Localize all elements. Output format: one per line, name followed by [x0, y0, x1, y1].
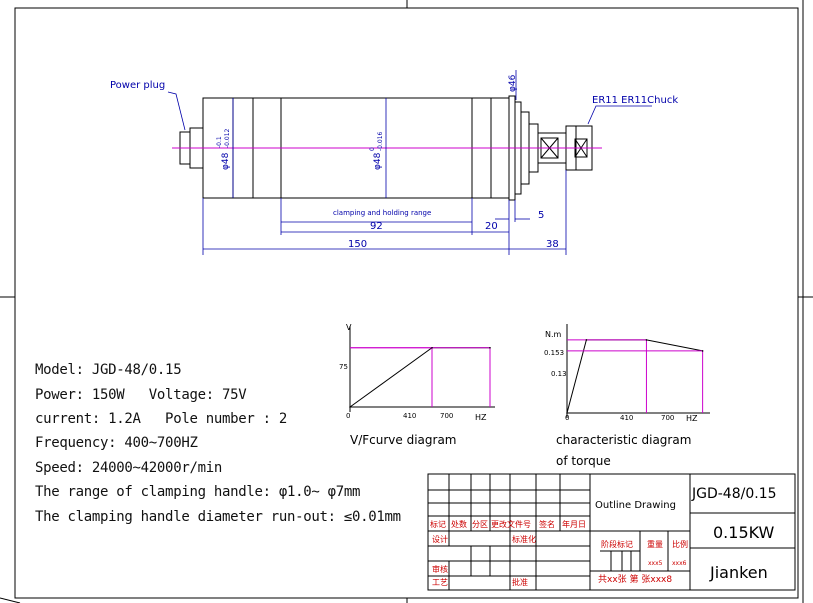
- tb-header-signature: 签名: [539, 519, 555, 529]
- spec-speed: Speed: 24000~42000r/min: [35, 460, 222, 476]
- vf-chart-caption: V/Fcurve diagram: [350, 433, 457, 447]
- dim-nose-offset: 20: [485, 221, 498, 232]
- vf-y-tick-75: 75: [339, 363, 348, 371]
- spec-current-poles: current: 1.2A Pole number : 2: [35, 411, 287, 427]
- tb-design: 设计: [432, 534, 448, 544]
- diameter-body-left-tol-upper: -0.1: [216, 136, 223, 148]
- leader-lines: [167, 91, 652, 131]
- torque-y-tick-high: 0.153: [544, 349, 564, 357]
- torque-x-unit: HZ: [686, 414, 698, 423]
- tb-header-zone: 分区: [472, 520, 488, 529]
- tb-process: 工艺: [432, 578, 448, 587]
- diameter-dimension-lines: [232, 70, 517, 198]
- torque-chart-caption-line1: characteristic diagram: [556, 433, 691, 447]
- dimension-lines: [202, 170, 567, 255]
- torque-plot-area: [566, 339, 704, 414]
- tb-company: Jianken: [709, 563, 768, 582]
- torque-x-tick-700: 700: [661, 414, 674, 422]
- torque-point-1: [585, 339, 588, 341]
- vf-x-tick-700: 700: [440, 412, 453, 420]
- torque-x-tick-410: 410: [620, 414, 633, 422]
- tb-review: 审核: [432, 564, 448, 574]
- chuck-label: ER11 ER11Chuck: [592, 95, 678, 106]
- tb-sheets: 共xx张 第 张xxx8: [598, 573, 672, 585]
- spec-frequency: Frequency: 400~700HZ: [35, 435, 198, 451]
- dim-flange: 5: [538, 210, 544, 221]
- dim-chuck-length: 38: [546, 239, 559, 250]
- vf-curve: [349, 347, 490, 408]
- dim-total-length: 150: [348, 239, 367, 250]
- torque-point-0: [566, 412, 568, 414]
- torque-point-3: [701, 350, 704, 352]
- diameter-body-mid-tol-lower: -0.016: [377, 131, 384, 151]
- tb-header-mark: 标记: [430, 519, 446, 529]
- tb-drawing-name: Outline Drawing: [595, 500, 676, 511]
- vf-plot-area: [349, 346, 491, 408]
- torque-point-2: [645, 339, 648, 341]
- tb-standardization: 标准化: [512, 534, 536, 544]
- diameter-body-mid-tol-upper: 0: [369, 147, 376, 151]
- dim-clamp-length: 92: [370, 221, 383, 232]
- tb-scale: 比例: [672, 539, 688, 549]
- tb-scale-value: xxx6: [672, 560, 687, 567]
- tb-model: JGD-48/0.15: [691, 486, 777, 502]
- vf-x-tick-0: 0: [346, 412, 350, 420]
- tb-header-date: 年月日: [562, 519, 586, 529]
- torque-chart: N.m HZ 0.153 0.13 0 410 700: [544, 324, 710, 423]
- tb-approve: 批准: [512, 577, 528, 587]
- spec-clamping-range: The range of clamping handle: φ1.0~ φ7mm: [35, 484, 361, 500]
- vf-chart: V HZ 75 0 410 700: [339, 323, 495, 422]
- power-plug-label: Power plug: [110, 80, 165, 91]
- diameter-body-mid: φ48: [373, 152, 383, 170]
- spec-model: Model: JGD-48/0.15: [35, 362, 182, 378]
- tb-stage-mark: 阶段标记: [601, 539, 633, 549]
- diameter-body-left: φ48: [221, 152, 231, 170]
- vf-y-axis-label: V: [346, 323, 352, 332]
- spec-runout: The clamping handle diameter run-out: ≤0…: [35, 509, 401, 525]
- diameter-body-left-tol-lower: -0.012: [224, 128, 231, 148]
- vf-point-0: [349, 406, 351, 408]
- vf-x-unit: HZ: [475, 413, 487, 422]
- tb-header-count: 处数: [451, 519, 467, 529]
- torque-y-axis-label: N.m: [545, 330, 562, 339]
- vf-point-2: [489, 346, 491, 349]
- diameter-nose: φ46: [508, 74, 518, 92]
- torque-chart-caption-line2: of torque: [556, 454, 611, 468]
- tb-weight: 重量: [647, 539, 663, 549]
- torque-x-tick-0: 0: [565, 414, 569, 422]
- tb-weight-value: xxx5: [648, 560, 663, 567]
- tb-power: 0.15KW: [713, 523, 775, 542]
- title-block: [427, 473, 796, 591]
- clamping-range-label: clamping and holding range: [333, 209, 431, 217]
- vf-point-1: [431, 346, 433, 349]
- vf-x-tick-410: 410: [403, 412, 416, 420]
- title-block-text: 标记 处数 分区 更改文件号 签名 年月日 设计 标准化 审核 工艺 批准 阶段…: [430, 519, 688, 587]
- spec-power-voltage: Power: 150W Voltage: 75V: [35, 387, 247, 403]
- tb-header-change-doc: 更改文件号: [491, 519, 531, 529]
- torque-y-tick-low: 0.13: [551, 370, 567, 378]
